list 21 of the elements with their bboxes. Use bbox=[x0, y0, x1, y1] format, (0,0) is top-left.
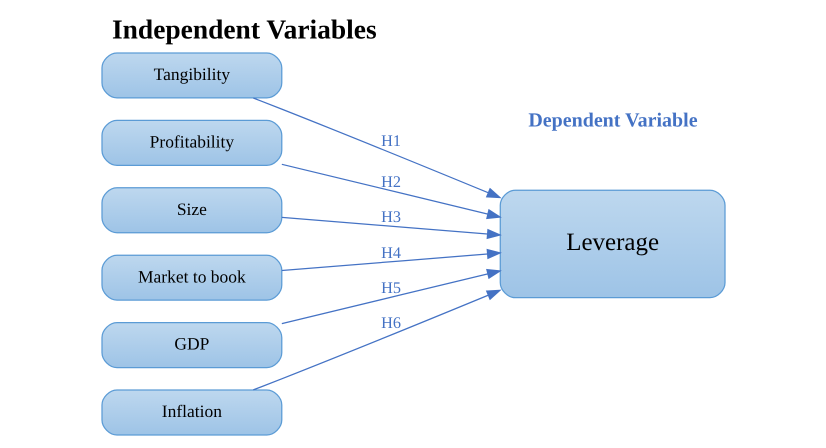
label: Dependent Variable bbox=[528, 109, 698, 132]
edge-label: H1 bbox=[380, 132, 400, 150]
arrow bbox=[252, 98, 502, 198]
node-box: Tangibility bbox=[100, 52, 282, 99]
node-box: Leverage bbox=[499, 190, 726, 298]
diagram-title: Independent Variables bbox=[111, 14, 376, 45]
node-box: Inflation bbox=[100, 389, 282, 436]
edge-label: H6 bbox=[380, 314, 400, 332]
edge-label: H4 bbox=[380, 244, 400, 262]
edge-label: H3 bbox=[380, 208, 400, 226]
node-box: Size bbox=[100, 187, 282, 234]
edge-label: H2 bbox=[380, 173, 400, 192]
node-box: GDP bbox=[100, 322, 282, 368]
arrow bbox=[281, 248, 502, 272]
arrow bbox=[252, 290, 502, 390]
edge-label: H5 bbox=[380, 279, 400, 298]
node-box: Profitability bbox=[100, 120, 282, 166]
arrow bbox=[281, 164, 502, 220]
arrow bbox=[281, 216, 502, 240]
node-box: Market to book bbox=[100, 254, 282, 301]
arrow bbox=[281, 268, 502, 324]
